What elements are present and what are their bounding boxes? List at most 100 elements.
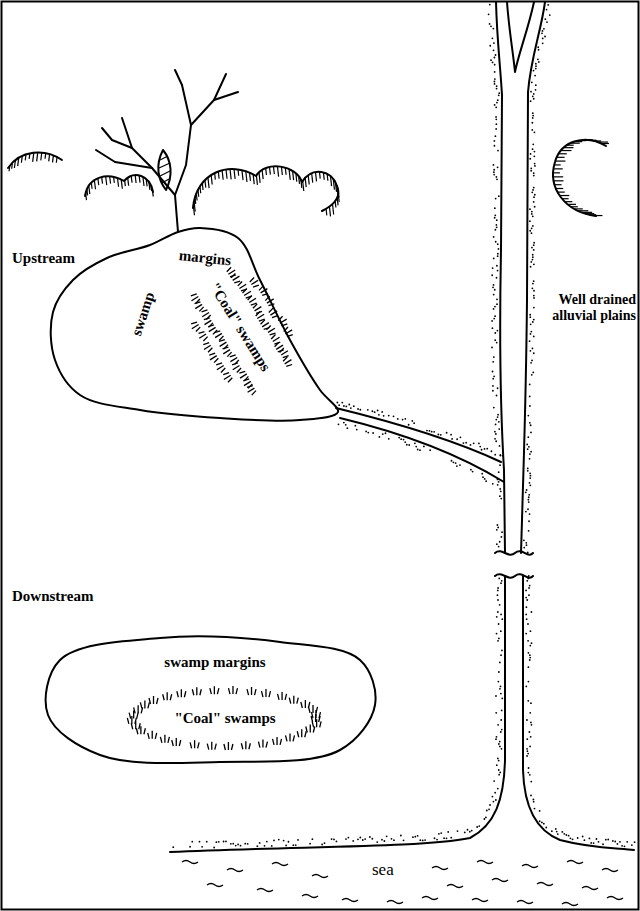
hill-hatch <box>194 197 196 204</box>
stipple-dot <box>529 208 531 210</box>
stipple-dot <box>526 748 528 750</box>
stipple-dot <box>201 846 203 848</box>
stipple-dot <box>450 434 452 436</box>
stipple-dot <box>497 416 499 418</box>
stipple-dot <box>497 526 499 528</box>
stipple-dot <box>561 831 563 833</box>
hill-hatch <box>25 154 27 160</box>
stipple-dot <box>457 830 459 832</box>
stipple-dot <box>526 599 528 601</box>
stipple-dot <box>530 331 532 333</box>
stipple-dot <box>497 594 499 596</box>
hill-hatch <box>305 178 306 187</box>
stipple-dot <box>500 614 502 616</box>
stipple-dot <box>465 442 467 444</box>
stipple-dot <box>489 4 491 6</box>
wave-mark <box>602 869 618 872</box>
stipple-dot <box>447 831 449 833</box>
stipple-dot <box>529 657 531 659</box>
stipple-dot <box>271 845 273 847</box>
stipple-dot <box>498 546 500 548</box>
stipple-dot <box>535 65 537 67</box>
stipple-dot <box>531 211 533 213</box>
hill-hatch <box>578 210 588 211</box>
stipple-dot <box>492 385 494 387</box>
stipple-dot <box>525 542 527 544</box>
hill-hatch <box>327 174 329 181</box>
stipple-dot <box>491 347 493 349</box>
stipple-dot <box>443 837 445 839</box>
stipple-dot <box>494 792 496 794</box>
stipple-dot <box>527 448 529 450</box>
stipple-dot <box>529 712 531 714</box>
stipple-dot <box>533 295 535 297</box>
stipple-dot <box>353 405 355 407</box>
stipple-dot <box>377 410 379 412</box>
stipple-dot <box>345 838 347 840</box>
stipple-dot <box>621 845 623 847</box>
stipple-dot <box>288 841 290 843</box>
stipple-dot <box>607 839 609 841</box>
stipple-dot <box>494 339 496 341</box>
stipple-dot <box>526 618 528 620</box>
stipple-dot <box>493 140 495 142</box>
stipple-dot <box>408 424 410 426</box>
stipple-dot <box>494 306 496 308</box>
hill-hatch <box>335 201 337 207</box>
stipple-dot <box>568 835 570 837</box>
stipple-dot <box>529 422 531 424</box>
hill-hatch <box>277 166 278 176</box>
wave-mark <box>257 889 273 892</box>
stipple-dot <box>385 432 387 434</box>
stipple-dot <box>525 597 527 599</box>
stipple-dot <box>533 98 535 100</box>
stipple-dot <box>626 841 628 843</box>
stipple-dot <box>440 832 442 834</box>
swamp-tuft <box>258 285 270 297</box>
swamp-tuft <box>237 280 249 292</box>
stipple-dot <box>378 436 380 438</box>
stipple-dot <box>491 274 493 276</box>
swamp-tuft <box>283 326 295 338</box>
hill-hatch <box>148 182 150 190</box>
stipple-dot <box>492 361 494 363</box>
swamp-tuft <box>189 321 201 333</box>
stipple-dot <box>391 838 393 840</box>
stipple-dot <box>500 719 502 721</box>
stipple-dot <box>529 482 531 484</box>
swamp-tuft <box>172 738 181 746</box>
stipple-dot <box>532 95 534 97</box>
river-bank <box>523 576 634 850</box>
stipple-dot <box>531 227 533 229</box>
stipple-dot <box>538 61 540 63</box>
tributary <box>96 150 152 168</box>
stipple-dot <box>529 396 531 398</box>
region-label: swamp <box>128 290 158 338</box>
stipple-dot <box>500 686 502 688</box>
stipple-dot <box>484 478 486 480</box>
stipple-dot <box>381 839 383 841</box>
wave-mark <box>342 899 358 902</box>
stipple-dot <box>531 191 533 193</box>
hill-hatch <box>29 153 31 159</box>
stipple-dot <box>541 32 543 34</box>
stipple-dot <box>525 614 527 616</box>
tributary <box>175 85 191 195</box>
stipple-dot <box>404 418 406 420</box>
hill-hatch <box>222 170 223 179</box>
stipple-dot <box>494 145 496 147</box>
stipple-dot <box>388 438 390 440</box>
river-bank <box>170 576 505 852</box>
stipple-dot <box>529 230 531 232</box>
swamp-tuft <box>140 700 149 708</box>
stipple-dot <box>498 671 500 673</box>
stipple-dot <box>492 37 494 39</box>
stipple-dot <box>498 578 500 580</box>
stipple-dot <box>494 332 496 334</box>
stipple-dot <box>497 724 499 726</box>
stipple-dot <box>494 78 496 80</box>
hill-hatch <box>214 173 216 179</box>
stipple-dot <box>455 462 457 464</box>
stipple-dot <box>414 442 416 444</box>
stipple-dot <box>533 249 535 251</box>
